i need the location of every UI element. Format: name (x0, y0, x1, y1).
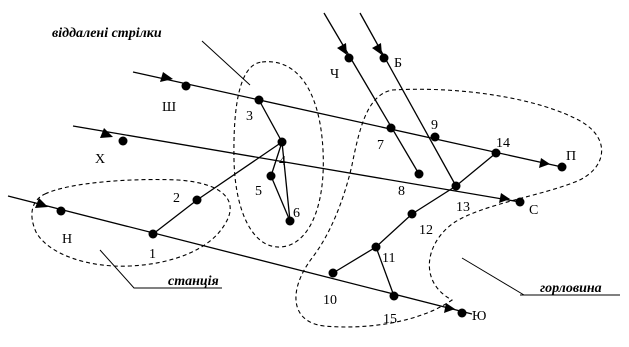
switch-2-point (192, 195, 202, 205)
switch-label-5: 5 (255, 184, 262, 199)
arrow-b (372, 43, 382, 55)
terminal-s-point (515, 197, 525, 207)
arrow-kh (100, 128, 113, 138)
switch-14-point (491, 148, 501, 158)
switch-label-10: 10 (323, 293, 337, 308)
station-pointer (99, 249, 222, 289)
switch-label-3: 3 (246, 109, 253, 124)
remote-switches-region (233, 61, 324, 248)
switch-label-9: 9 (431, 118, 438, 133)
crossover-11-15 (375, 246, 395, 297)
terminal-label-b: Б (394, 56, 402, 71)
arrow-p (539, 158, 550, 168)
crossover-4-6 (281, 141, 291, 222)
switch-9-point (430, 132, 440, 142)
terminal-label-sh: Ш (162, 100, 176, 115)
arrow-ch (337, 43, 347, 55)
switch-13-point (451, 181, 461, 191)
arrow-n (35, 198, 48, 208)
caption-station: станція (168, 274, 219, 289)
track-kh-s (72, 125, 521, 203)
caption-throat: горловина (540, 281, 602, 296)
switch-12-point (407, 209, 417, 219)
crossover-4-5 (270, 141, 283, 177)
switch-label-13: 13 (456, 200, 470, 215)
switch-11-point (371, 242, 381, 252)
arrow-yu (444, 303, 455, 313)
terminal-label-kh: Х (95, 152, 105, 167)
crossover-5-6 (270, 175, 291, 222)
terminal-label-p: П (566, 149, 576, 164)
switch-10-point (328, 268, 338, 278)
terminal-label-yu: Ю (472, 309, 486, 324)
crossover-3-4 (258, 99, 283, 143)
terminal-label-n: Н (62, 232, 72, 247)
switch-3-point (254, 95, 264, 105)
switch-label-4: 4 (279, 154, 286, 169)
switch-8-point (414, 169, 424, 179)
terminal-b-point (379, 53, 389, 63)
station-region (31, 178, 231, 267)
track-b (359, 12, 457, 187)
switch-4-point (277, 137, 287, 147)
remote-switches-pointer (201, 40, 251, 86)
terminal-kh-point (118, 136, 128, 146)
throat-pointer (461, 257, 525, 296)
throat-region (295, 88, 602, 328)
switch-label-12: 12 (419, 223, 433, 238)
terminal-label-ch: Ч (330, 67, 339, 82)
switch-15-point (389, 291, 399, 301)
arrow-s (499, 193, 510, 203)
switch-7-point (386, 123, 396, 133)
switch-6-point (285, 216, 295, 226)
terminal-p-point (557, 162, 567, 172)
terminal-yu-point (457, 308, 467, 318)
caption-remote-switches: віддалені стрілки (52, 26, 162, 41)
terminal-n-point (56, 206, 66, 216)
crossover-1-2-4 (152, 141, 283, 235)
switch-label-11: 11 (382, 251, 395, 266)
track-ch (323, 12, 420, 175)
arrow-sh (160, 72, 173, 82)
track-sh-p (132, 71, 563, 168)
track-n-yu (7, 195, 473, 315)
switch-label-7: 7 (377, 138, 384, 153)
switch-label-1: 1 (149, 247, 156, 262)
terminal-sh-point (181, 81, 191, 91)
switch-label-15: 15 (383, 312, 397, 327)
switch-1-point (148, 229, 158, 239)
terminal-label-s: С (529, 203, 538, 218)
switch-label-6: 6 (293, 206, 300, 221)
switch-5-point (266, 171, 276, 181)
switch-label-2: 2 (173, 191, 180, 206)
switch-label-8: 8 (398, 184, 405, 199)
switch-label-14: 14 (496, 136, 510, 151)
terminal-ch-point (344, 53, 354, 63)
